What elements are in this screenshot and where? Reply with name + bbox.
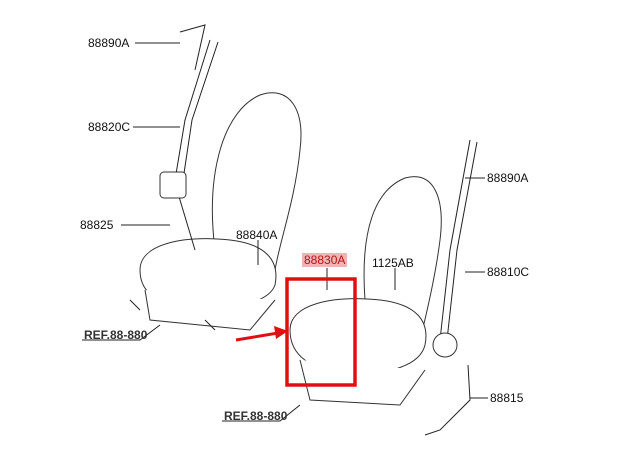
label-88890a-right[interactable]: 88890A [487, 171, 529, 185]
label-88830a-highlighted[interactable]: 88830A [302, 253, 348, 267]
ref-left[interactable]: REF.88-880 [84, 328, 148, 342]
right-seatbelt [424, 139, 478, 436]
label-88890a-left[interactable]: 88890A [88, 36, 130, 50]
label-1125ab[interactable]: 1125AB [372, 256, 414, 270]
left-seatbelt [159, 24, 219, 251]
label-88815[interactable]: 88815 [490, 391, 524, 405]
right-seat [289, 176, 442, 406]
leader-lines [82, 42, 488, 422]
label-88820c[interactable]: 88820C [88, 120, 131, 134]
ref-right[interactable]: REF.88-880 [224, 409, 288, 423]
label-88840a[interactable]: 88840A [236, 228, 278, 242]
red-arrow [235, 326, 288, 342]
left-seat [129, 92, 302, 331]
highlight-box [285, 277, 357, 387]
label-88810c[interactable]: 88810C [487, 265, 530, 279]
label-88825[interactable]: 88825 [80, 218, 114, 232]
